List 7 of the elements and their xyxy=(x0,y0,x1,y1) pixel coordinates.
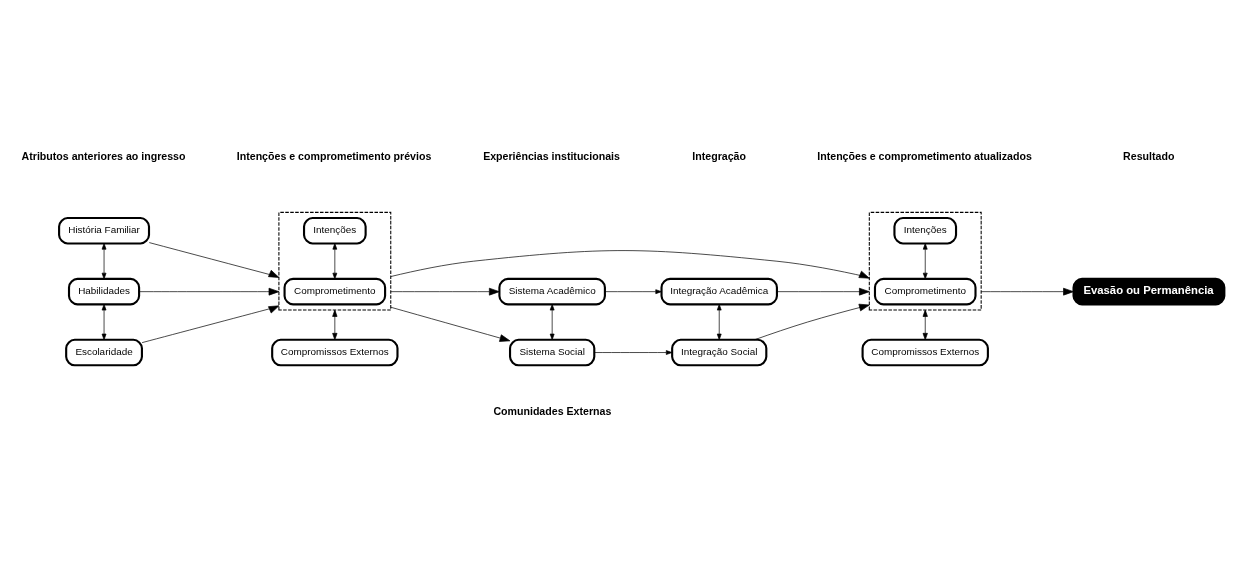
label: Atributos anteriores ao ingresso xyxy=(21,149,186,162)
label: Integração xyxy=(692,149,746,162)
label: Resultado xyxy=(1123,149,1175,162)
label: Experiências institucionais xyxy=(483,149,620,162)
label: Intenções e comprometimento prévios xyxy=(236,149,432,162)
label: Comunidades Externas xyxy=(493,404,612,417)
label: Intenções e comprometimento atualizados xyxy=(817,149,1032,162)
